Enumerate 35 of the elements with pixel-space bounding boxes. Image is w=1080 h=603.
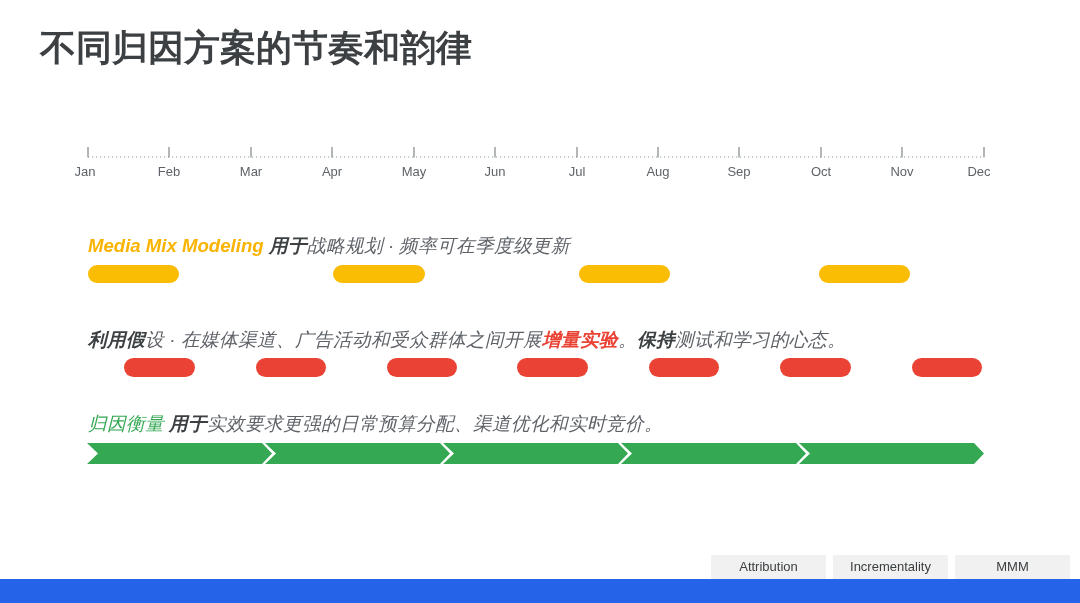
schedule-bar bbox=[517, 358, 588, 377]
month-label: Nov bbox=[890, 164, 914, 180]
pointed-bar bbox=[265, 443, 450, 464]
month-label: Dec bbox=[967, 164, 991, 180]
month-label: May bbox=[401, 164, 427, 180]
schedule-bar bbox=[256, 358, 326, 377]
tab: Attribution bbox=[711, 555, 826, 579]
schedule-bar bbox=[387, 358, 457, 377]
schedule-bar bbox=[649, 358, 719, 377]
schedule-bar bbox=[912, 358, 982, 377]
pointed-bar bbox=[799, 443, 984, 464]
month-label: Aug bbox=[646, 164, 670, 180]
month-label: Apr bbox=[321, 164, 343, 180]
slide-title: 不同归因方案的节奏和韵律 bbox=[40, 26, 472, 70]
row-caption: 利用假设 · 在媒体渠道、广告活动和受众群体之间开展增量实验。保持测试和学习的心态。 bbox=[88, 328, 846, 352]
schedule-bar bbox=[780, 358, 851, 377]
schedule-bar bbox=[124, 358, 195, 377]
pointed-bar bbox=[621, 443, 806, 464]
month-label: Jun bbox=[484, 164, 506, 180]
row-caption: Media Mix Modeling 用于战略规划 · 频率可在季度级更新 bbox=[88, 234, 571, 258]
month-label: Sep bbox=[727, 164, 751, 180]
pointed-bar bbox=[87, 443, 272, 464]
month-label: Oct bbox=[810, 164, 832, 180]
month-label: Mar bbox=[239, 164, 263, 180]
pointed-bar bbox=[443, 443, 628, 464]
schedule-bar bbox=[333, 265, 425, 283]
month-label: Feb bbox=[157, 164, 181, 180]
month-label: Jul bbox=[568, 164, 586, 180]
month-label: Jan bbox=[74, 164, 96, 180]
row-caption: 归因衡量 用于实效要求更强的日常预算分配、渠道优化和实时竞价。 bbox=[88, 412, 664, 436]
schedule-bar bbox=[88, 265, 179, 283]
tab: MMM bbox=[955, 555, 1070, 579]
schedule-bar bbox=[819, 265, 910, 283]
tab: Incrementality bbox=[833, 555, 948, 579]
schedule-bar bbox=[579, 265, 670, 283]
